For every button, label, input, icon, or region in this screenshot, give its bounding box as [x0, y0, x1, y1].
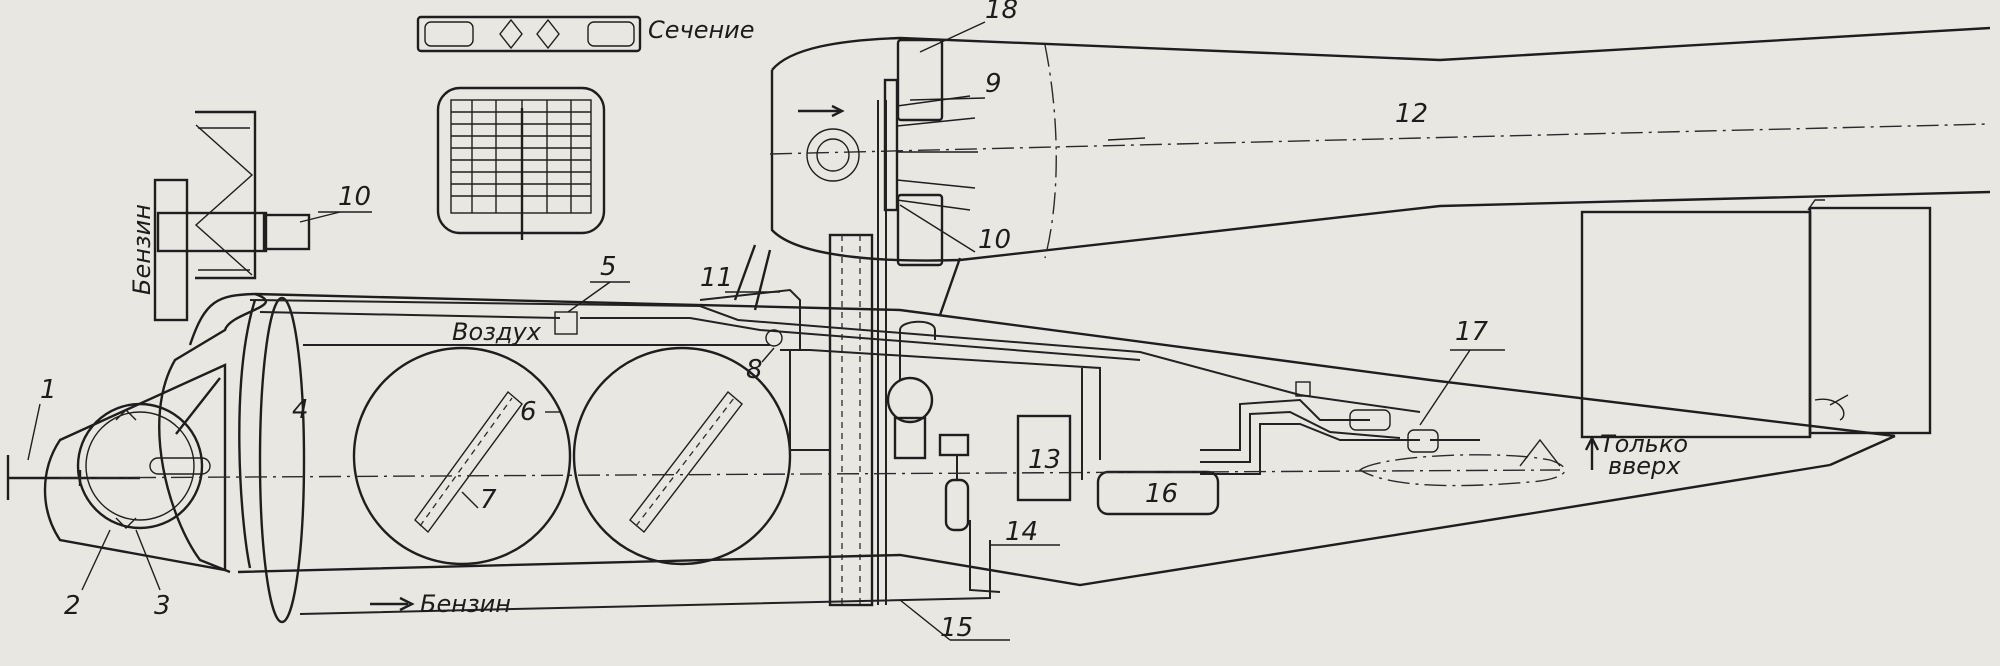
callout-3: 3	[154, 591, 171, 621]
callout-4: 4	[292, 395, 309, 425]
callout-14: 14	[1005, 517, 1038, 547]
fuel-label-bottom: Бензин	[420, 590, 511, 618]
fuel-strut-detail: Бензин 10	[128, 110, 372, 322]
callout-15: 15	[940, 613, 973, 643]
flow-labels: Воздух Бензин	[370, 318, 542, 618]
section-detail: Сечение	[416, 15, 755, 53]
piping: 5 8 11	[249, 252, 1439, 615]
callout-2: 2	[64, 591, 81, 621]
nose: 1 2 3	[6, 363, 227, 621]
fuel-label-vertical: Бензин	[128, 204, 156, 295]
callout-13: 13	[1028, 445, 1061, 475]
callout-10-wing: 10	[978, 225, 1011, 255]
fuel-tanks: 6 7	[352, 346, 792, 566]
callout-6: 6	[520, 397, 537, 427]
callout-12: 12	[1395, 99, 1428, 129]
callout-11: 11	[700, 263, 733, 293]
callout-9: 9	[985, 69, 1002, 99]
bulkhead: 4	[258, 296, 309, 624]
only-up-label-1: Только	[1600, 430, 1688, 458]
callout-18: 18	[985, 0, 1018, 25]
filter-assembly: 14 15	[886, 320, 1060, 643]
callout-16: 16	[1145, 479, 1178, 509]
center-axis	[59, 469, 1561, 479]
callout-17: 17	[1455, 317, 1489, 347]
equipment-boxes: 13 16	[1016, 414, 1220, 516]
air-label: Воздух	[452, 318, 542, 346]
tail: Только вверх 17	[1358, 199, 1932, 487]
wing: 18 9 10 12	[769, 0, 1991, 267]
callout-8: 8	[746, 355, 763, 385]
callout-7: 7	[480, 485, 497, 515]
callout-1: 1	[40, 375, 57, 405]
section-label: Сечение	[648, 16, 755, 44]
grille-detail	[436, 86, 606, 240]
mast	[733, 100, 962, 607]
callout-10-left: 10	[338, 182, 371, 212]
only-up-label-2: вверх	[1608, 452, 1681, 480]
callout-5: 5	[600, 252, 617, 282]
fuselage	[158, 292, 1896, 587]
